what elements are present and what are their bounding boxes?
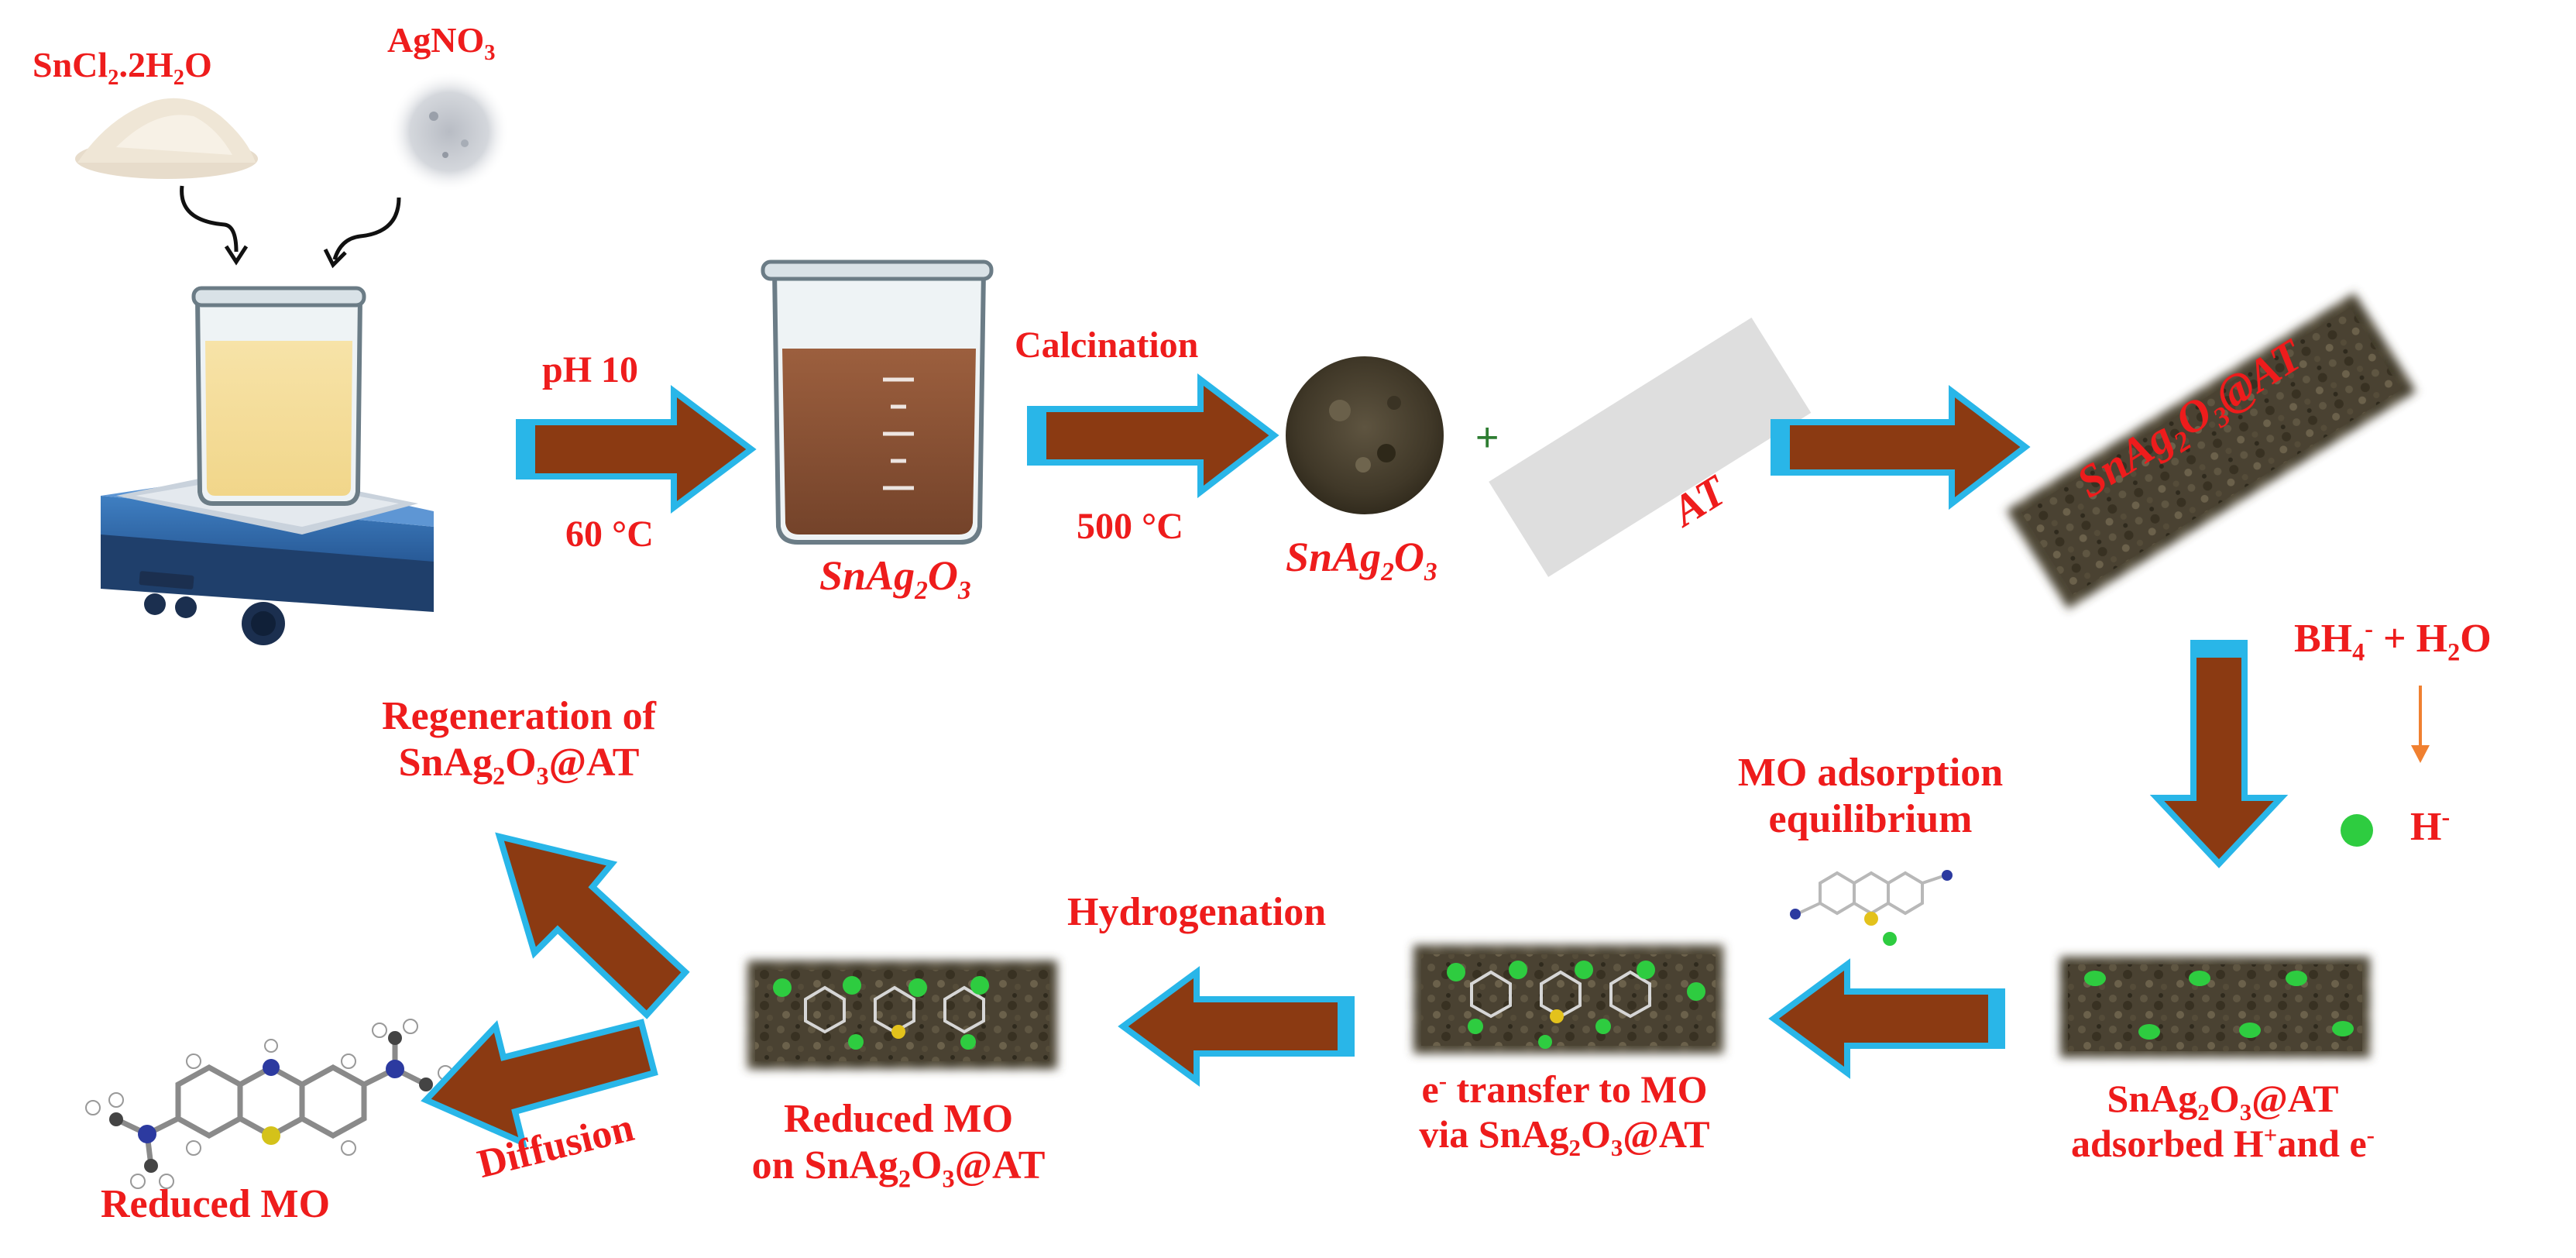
hydride-ion-icon <box>2341 814 2373 847</box>
hydride-label: H- <box>2410 803 2451 849</box>
agno3-powder-icon <box>389 71 510 192</box>
reagent-sncl2-label: SnCl2.2H2O <box>33 45 212 91</box>
ph-label: pH 10 <box>542 349 639 390</box>
arrow-step-2 <box>1027 373 1279 499</box>
arrow-step-1 <box>516 385 757 514</box>
plus-sign: + <box>1475 415 1499 460</box>
reagent-agno3-label: AgNO3 <box>387 20 496 66</box>
mo-on-composite-icon <box>1413 945 1723 1053</box>
curved-arrow-icon <box>180 185 239 253</box>
reactant-label: BH4- + H2O <box>2294 614 2492 666</box>
at-support-icon <box>1489 317 1812 577</box>
reduced-mo-molecule-icon <box>85 1019 453 1189</box>
snag2o3-at-composite-icon <box>2006 292 2416 610</box>
hydrogenation-label: Hydrogenation <box>1067 890 1327 934</box>
arrow-regeneration <box>495 832 690 1019</box>
temperature-500-label: 500 °C <box>1077 506 1183 547</box>
temperature-60-label: 60 °C <box>565 514 654 555</box>
arrow-left-adsorption <box>1768 958 2005 1079</box>
reduced-mo-composite-icon <box>747 961 1057 1069</box>
arrow-down-mechanism <box>2149 640 2289 868</box>
calcination-label: Calcination <box>1015 325 1199 366</box>
reduced-mo-label: Reduced MO <box>101 1182 331 1226</box>
arrow-left-hydrogenation <box>1118 966 1355 1087</box>
beaker-brown-solution-icon <box>761 260 994 545</box>
snag2o3-powder-icon <box>1286 356 1444 514</box>
beaker-yellow-solution-icon <box>191 286 366 506</box>
arrow-step-3 <box>1771 384 2031 510</box>
powder-snag2o3-label: SnAg2O3 <box>1286 534 1437 586</box>
product-snag2o3-label: SnAg2O3 <box>819 552 971 605</box>
sncl2-powder-icon <box>75 98 258 179</box>
mo-molecule-icon <box>1796 871 1946 916</box>
adsorbed-composite-icon <box>2060 957 2370 1057</box>
arrow-diffusion <box>421 1019 658 1148</box>
curved-arrow-icon <box>332 197 401 260</box>
